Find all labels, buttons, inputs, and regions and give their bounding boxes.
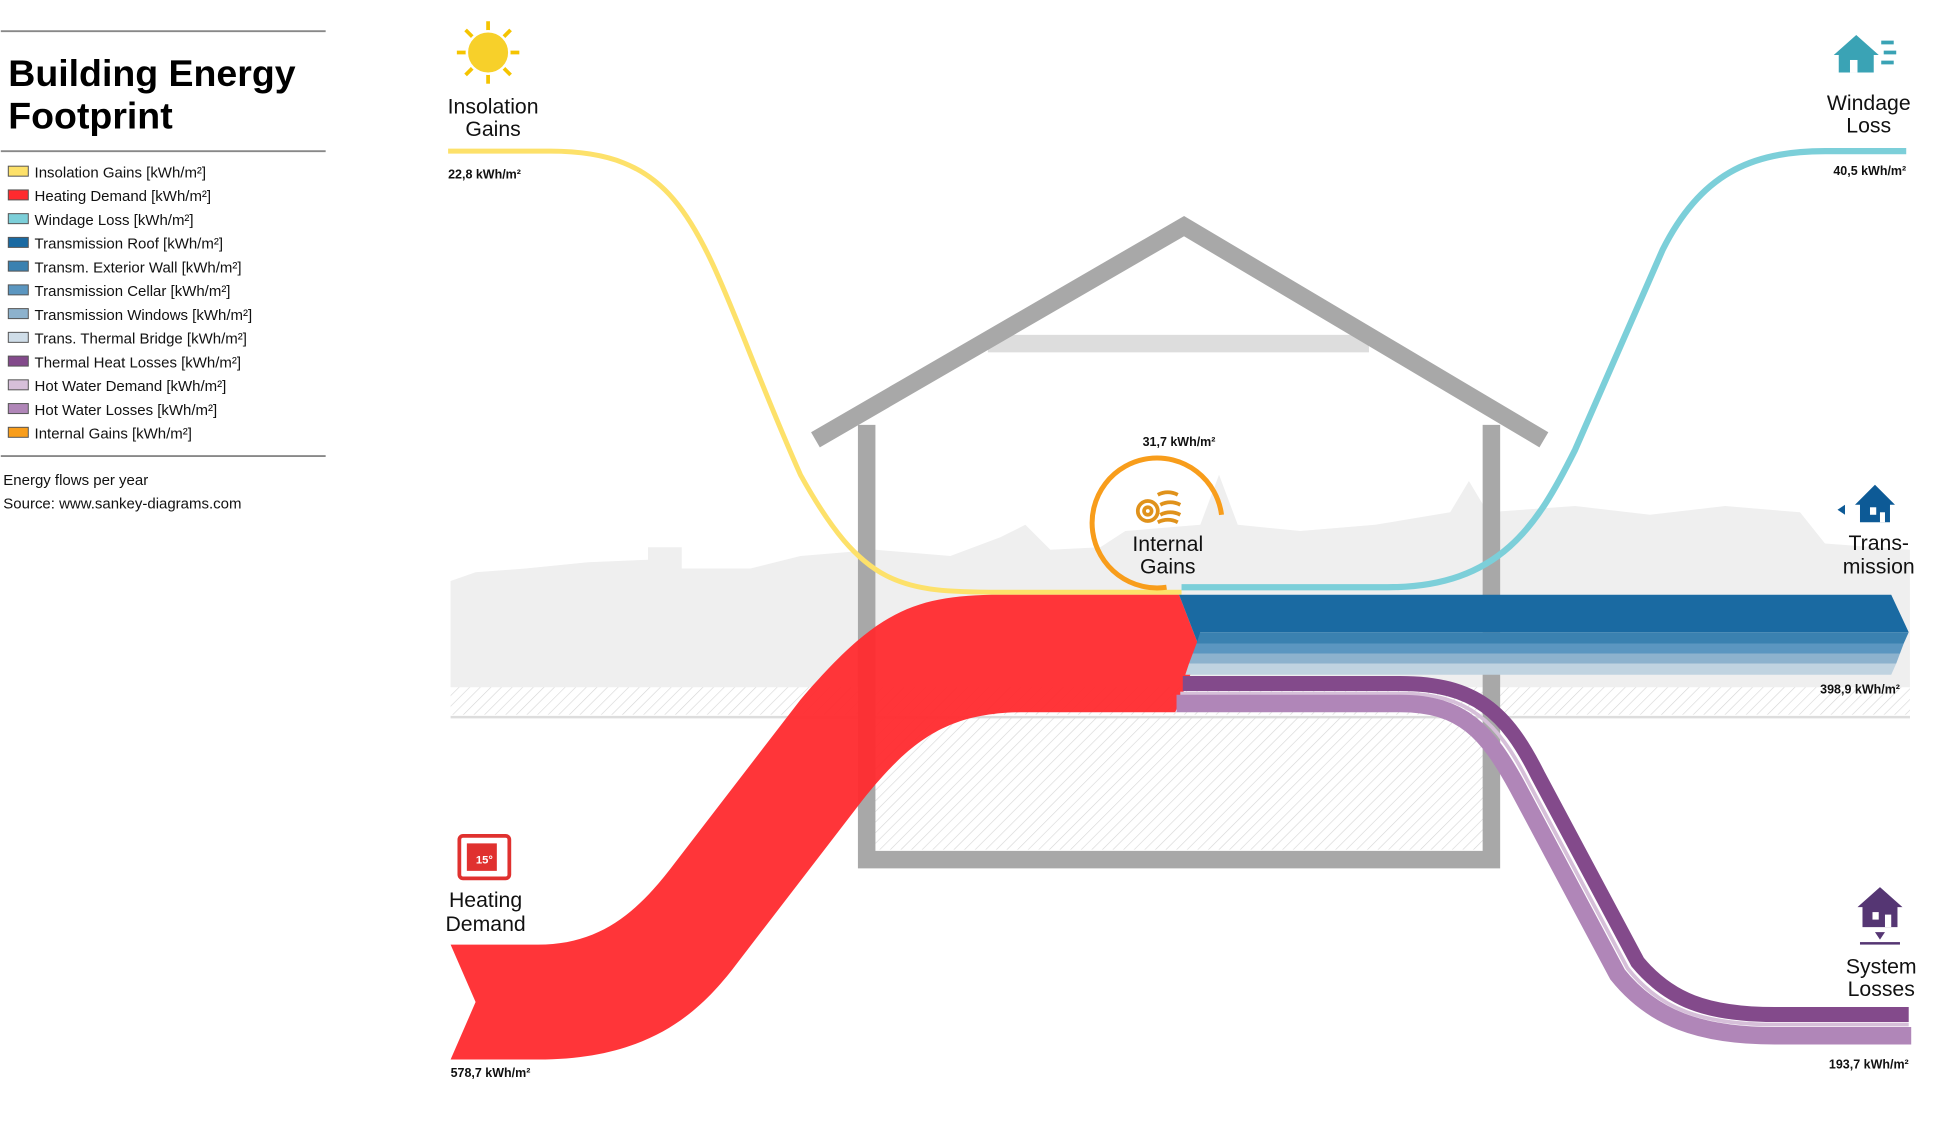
band-transmission-bridge <box>1185 663 1897 675</box>
value-label: 22,8 kWh/m² <box>448 168 521 182</box>
legend-label: Heating Demand [kWh/m²] <box>35 188 212 205</box>
title-line1: Building Energy <box>8 52 295 94</box>
house-wind-icon <box>1833 34 1897 73</box>
legend-item: Windage Loss [kWh/m²] <box>7 212 194 229</box>
legend-swatch <box>7 213 29 225</box>
legend-item: Trans. Thermal Bridge [kWh/m²] <box>7 331 247 348</box>
band-transmission-wall <box>1196 632 1909 644</box>
legend-swatch <box>7 308 29 320</box>
node-label: System <box>1846 954 1917 978</box>
legend-label: Internal Gains [kWh/m²] <box>35 426 192 443</box>
flow-internal-gains <box>1089 455 1224 591</box>
title-line2: Footprint <box>8 95 173 137</box>
flow-system-losses <box>1176 675 1912 1045</box>
legend-swatch <box>7 355 29 367</box>
node-label: Windage <box>1827 91 1911 115</box>
thermostat-icon: 15° <box>457 834 512 881</box>
legend-label: Transmission Roof [kWh/m²] <box>35 236 223 253</box>
legend-label: Insolation Gains [kWh/m²] <box>35 164 207 181</box>
band-hot-water-demand <box>1180 691 1909 1027</box>
legend-item: Hot Water Demand [kWh/m²] <box>7 378 227 395</box>
value-label: 40,5 kWh/m² <box>1833 164 1906 178</box>
flow-windage <box>1181 148 1907 591</box>
legend-item: Heating Demand [kWh/m²] <box>7 188 212 205</box>
svg-text:15°: 15° <box>476 854 493 866</box>
node-label: Demand <box>445 912 525 936</box>
legend-item: Insolation Gains [kWh/m²] <box>7 164 207 181</box>
legend-swatch <box>7 403 29 415</box>
house-losses-icon <box>1857 887 1903 945</box>
legend-item: Transmission Windows [kWh/m²] <box>7 307 253 324</box>
value-label: 398,9 kWh/m² <box>1820 682 1900 696</box>
legend-item: Thermal Heat Losses [kWh/m²] <box>7 354 242 371</box>
legend-swatch <box>7 426 29 438</box>
flow-heating <box>450 594 1201 1060</box>
band-transmission-cellar <box>1192 643 1904 654</box>
node-label: Heating <box>449 888 522 912</box>
legend-item: Hot Water Losses [kWh/m²] <box>7 402 218 419</box>
node-transmission: Trans-mission 398,9 kWh/m² <box>1820 531 1915 697</box>
legend-label: Trans. Thermal Bridge [kWh/m²] <box>35 331 247 348</box>
band-transmission-windows <box>1189 653 1900 664</box>
flow-insolation <box>448 148 1182 595</box>
value-label: 31,7 kWh/m² <box>1143 435 1216 449</box>
legend-swatch <box>7 165 29 177</box>
legend-label: Transmission Windows [kWh/m²] <box>35 307 253 324</box>
legend-swatch <box>7 331 29 343</box>
legend-label: Thermal Heat Losses [kWh/m²] <box>35 354 242 371</box>
legend-swatch <box>7 260 29 272</box>
legend-panel: Building Energy Footprint Insolation Gai… <box>0 30 326 513</box>
node-label: Gains <box>465 117 520 141</box>
legend-item: Transm. Exterior Wall [kWh/m²] <box>7 259 242 276</box>
legend-label: Transmission Cellar [kWh/m²] <box>35 283 231 300</box>
cellar-hatch <box>875 717 1484 850</box>
band-transmission-roof <box>1179 594 1909 650</box>
node-label: Insolation <box>448 95 539 119</box>
value-label: 578,7 kWh/m² <box>451 1066 531 1080</box>
footer-note: Energy flows per year <box>3 472 148 489</box>
footer-source: Source: www.sankey-diagrams.com <box>3 496 241 513</box>
legend-swatch <box>7 284 29 296</box>
legend-item: Transmission Roof [kWh/m²] <box>7 236 223 253</box>
legend-label: Windage Loss [kWh/m²] <box>35 212 194 229</box>
legend-swatch <box>7 189 29 201</box>
legend-label: Transm. Exterior Wall [kWh/m²] <box>35 259 242 276</box>
node-label: Internal <box>1132 532 1203 556</box>
node-label: Loss <box>1846 113 1891 137</box>
legend-swatch <box>7 236 29 248</box>
legend-item: Internal Gains [kWh/m²] <box>7 426 192 443</box>
node-label: mission <box>1843 554 1915 578</box>
sun-icon <box>456 21 520 84</box>
band-hot-water-losses <box>1176 694 1912 1045</box>
heat-icon <box>1135 490 1182 524</box>
node-label: Gains <box>1140 554 1195 578</box>
value-label: 193,7 kWh/m² <box>1829 1057 1909 1071</box>
node-label: Losses <box>1848 977 1915 1001</box>
legend-label: Hot Water Losses [kWh/m²] <box>35 402 218 419</box>
legend-swatch <box>7 379 29 391</box>
house-transmission-icon <box>1837 484 1895 523</box>
flow-transmission <box>1179 594 1909 675</box>
node-label: Trans- <box>1848 531 1909 555</box>
legend-label: Hot Water Demand [kWh/m²] <box>35 378 227 395</box>
legend-item: Transmission Cellar [kWh/m²] <box>7 283 231 300</box>
band-thermal-heat-losses <box>1182 675 1909 1023</box>
